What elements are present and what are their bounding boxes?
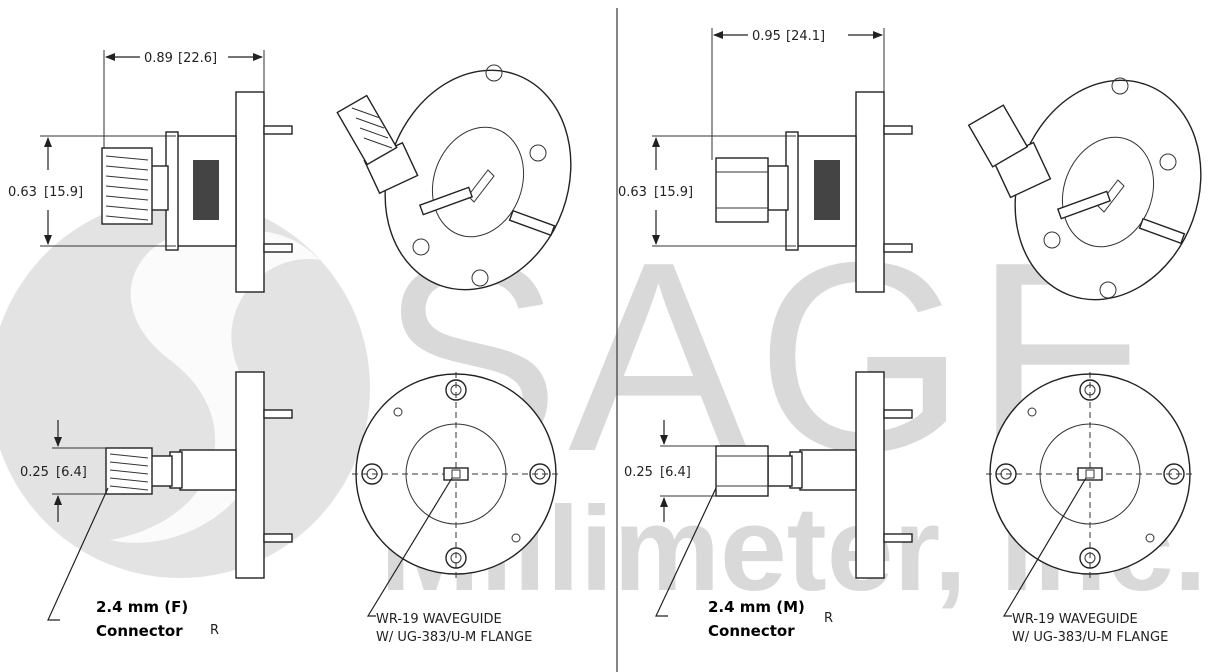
left-offset-inch: 0.25 xyxy=(20,465,49,480)
left-stray-text: R xyxy=(210,623,219,638)
left-height-mm: [15.9] xyxy=(44,185,83,200)
left-side-view: SAGE xyxy=(40,91,293,293)
right-leaders xyxy=(655,477,1087,617)
left-connector-label: Connector xyxy=(96,622,183,640)
left-front-view xyxy=(352,372,562,580)
right-front-view xyxy=(986,372,1196,580)
right-flange-label: W/ UG-383/U-M FLANGE xyxy=(1012,630,1168,645)
right-height-dimension: 0.63 [15.9] xyxy=(618,137,693,245)
right-side-view xyxy=(652,91,913,293)
left-panel: 0.89 [22.6] SAGE xyxy=(8,50,572,645)
left-length-mm: [22.6] xyxy=(178,51,217,66)
left-length-inch: 0.89 xyxy=(144,51,173,66)
right-connector-type: 2.4 mm (M) xyxy=(708,598,805,616)
right-panel: 0.95 [24.1] 0.63 [15.9] xyxy=(618,28,1202,645)
left-height-dimension: 0.63 [15.9] xyxy=(8,137,83,245)
left-bottom-view xyxy=(52,371,293,579)
right-offset-mm: [6.4] xyxy=(660,465,691,480)
left-3d-view xyxy=(336,64,572,291)
left-flange-label: W/ UG-383/U-M FLANGE xyxy=(376,630,532,645)
right-height-mm: [15.9] xyxy=(654,185,693,200)
left-height-inch: 0.63 xyxy=(8,185,37,200)
right-length-mm: [24.1] xyxy=(786,29,825,44)
right-length-dimension: 0.95 [24.1] xyxy=(711,28,885,160)
watermark-logo-swirl-icon xyxy=(110,227,320,543)
right-offset-inch: 0.25 xyxy=(624,465,653,480)
watermark-logo-icon xyxy=(0,198,370,578)
left-offset-dimension: 0.25 [6.4] xyxy=(20,420,87,522)
right-length-inch: 0.95 xyxy=(752,29,781,44)
right-3d-view xyxy=(967,77,1202,301)
left-waveguide-label: WR-19 WAVEGUIDE xyxy=(376,612,502,627)
right-waveguide-label: WR-19 WAVEGUIDE xyxy=(1012,612,1138,627)
right-height-inch: 0.63 xyxy=(618,185,647,200)
right-bottom-view xyxy=(660,371,913,579)
left-connector-type: 2.4 mm (F) xyxy=(96,598,188,616)
left-offset-mm: [6.4] xyxy=(56,465,87,480)
right-stray-text: R xyxy=(824,611,833,626)
right-offset-dimension: 0.25 [6.4] xyxy=(624,420,691,522)
right-connector-label: Connector xyxy=(708,622,795,640)
left-leaders xyxy=(47,477,453,621)
svg-text:SAGE: SAGE xyxy=(221,170,231,195)
